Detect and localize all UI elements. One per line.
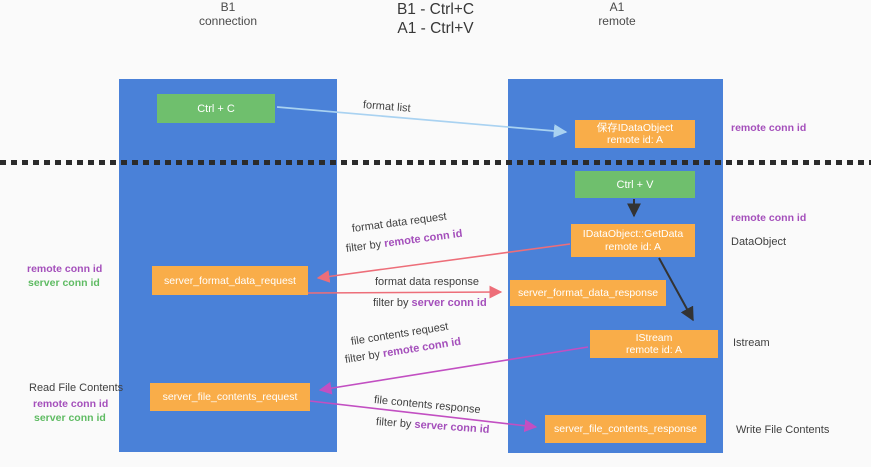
- left-server-conn-id-label-2: server conn id: [34, 412, 106, 424]
- filter-by-text: filter by: [345, 238, 385, 255]
- getdata-line1: IDataObject::GetData: [582, 228, 684, 240]
- server-format-data-request-label: server_format_data_request: [164, 274, 296, 287]
- idataobject-getdata-node: IDataObject::GetData remote id: A: [571, 224, 695, 257]
- istream-node: IStream remote id: A: [590, 330, 718, 358]
- filter-by-text: filter by: [344, 348, 384, 366]
- ctrl-v-node: Ctrl + V: [575, 171, 695, 198]
- remote-conn-id-text: remote conn id: [383, 227, 464, 250]
- filter-by-text: filter by: [375, 416, 415, 431]
- left-column-name: B1: [220, 0, 236, 14]
- server-conn-id-text: server conn id: [414, 418, 490, 436]
- diagram-title: B1 - Ctrl+C A1 - Ctrl+V: [0, 0, 871, 38]
- server-conn-id-text: server conn id: [411, 297, 487, 309]
- right-column-role: remote: [598, 14, 636, 28]
- istream-side-label: Istream: [733, 337, 770, 349]
- left-column-header: B1 connection: [158, 0, 298, 28]
- filter-by-text: filter by: [373, 297, 412, 309]
- server-format-data-response-node: server_format_data_response: [510, 280, 666, 306]
- file-response-filter-label: filter by server conn id: [376, 416, 490, 436]
- title-line-2: A1 - Ctrl+V: [397, 20, 474, 37]
- format-list-label: format list: [362, 99, 412, 115]
- ctrl-c-node: Ctrl + C: [157, 94, 275, 123]
- ctrl-c-label: Ctrl + C: [197, 102, 235, 115]
- right-column-name: A1: [609, 0, 625, 14]
- left-column-role: connection: [198, 14, 258, 28]
- format-data-response-label: format data response: [375, 276, 479, 288]
- save-idataobject-line2: remote id: A: [606, 134, 664, 146]
- write-file-contents-label: Write File Contents: [736, 424, 830, 436]
- istream-line2: remote id: A: [625, 344, 683, 356]
- getdata-line2: remote id: A: [604, 240, 662, 253]
- save-idataobject-node: 保存IDataObject remote id: A: [575, 120, 695, 148]
- right-remote-conn-id-label-2: remote conn id: [731, 212, 807, 224]
- right-remote-conn-id-label-1: remote conn id: [731, 122, 807, 134]
- server-file-contents-response-node: server_file_contents_response: [545, 415, 706, 443]
- istream-line1: IStream: [635, 331, 673, 344]
- ctrl-v-label: Ctrl + V: [616, 178, 654, 191]
- server-file-contents-response-label: server_file_contents_response: [553, 423, 697, 435]
- server-file-contents-request-label: server_file_contents_request: [162, 391, 298, 403]
- server-file-contents-request-node: server_file_contents_request: [150, 383, 310, 411]
- phase-separator-dashed-line: [0, 160, 871, 165]
- right-column-header: A1 remote: [547, 0, 687, 28]
- left-server-conn-id-label-1: server conn id: [28, 277, 100, 289]
- title-line-1: B1 - Ctrl+C: [396, 1, 475, 18]
- read-file-contents-label: Read File Contents: [29, 382, 124, 394]
- dataobject-label: DataObject: [731, 236, 787, 248]
- file-contents-response-label: file contents response: [373, 394, 482, 417]
- server-format-data-response-label: server_format_data_response: [517, 287, 659, 299]
- left-remote-conn-id-label-2: remote conn id: [33, 398, 109, 410]
- server-format-data-request-node: server_format_data_request: [152, 266, 308, 295]
- format-response-filter-label: filter by server conn id: [373, 297, 487, 309]
- left-remote-conn-id-label-1: remote conn id: [27, 263, 103, 275]
- save-idataobject-line1: 保存IDataObject: [596, 121, 674, 134]
